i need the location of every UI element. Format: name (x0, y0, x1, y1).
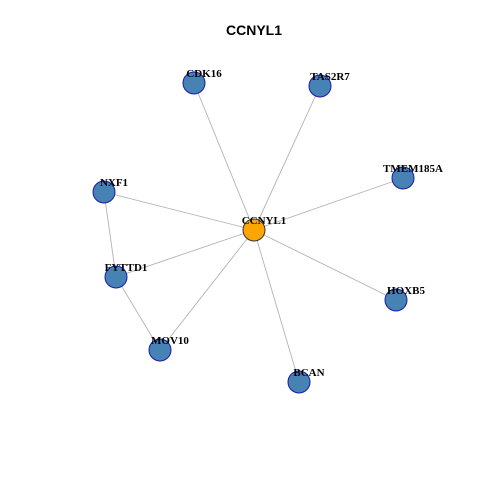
edge-nxf1-fyttd1 (103, 191, 117, 278)
edge-ccnyl1-tmem185a (253, 177, 404, 231)
edge-ccnyl1-mov10 (159, 229, 255, 351)
node-label-ccnyl1: CCNYL1 (242, 215, 287, 227)
node-label-hoxb5: HOXB5 (387, 285, 425, 297)
edges-group (103, 82, 404, 383)
nodes-group (92, 71, 415, 394)
node-tmem185a (391, 166, 415, 190)
edge-ccnyl1-cdk16 (193, 82, 255, 231)
node-tas2r7 (308, 74, 332, 98)
node-nxf1 (92, 180, 116, 204)
node-label-bcan: BCAN (293, 367, 324, 379)
edge-ccnyl1-tas2r7 (253, 85, 321, 231)
edge-ccnyl1-nxf1 (103, 191, 255, 231)
node-label-fyttd1: FYTTD1 (105, 262, 148, 274)
node-label-mov10: MOV10 (151, 335, 189, 347)
node-bcan (287, 370, 311, 394)
edge-ccnyl1-hoxb5 (253, 229, 397, 301)
node-label-tmem185a: TMEM185A (383, 163, 443, 175)
edge-fyttd1-mov10 (115, 276, 161, 351)
node-cdk16 (182, 71, 206, 95)
node-ccnyl1 (242, 218, 266, 242)
node-fyttd1 (104, 265, 128, 289)
node-label-tas2r7: TAS2R7 (310, 71, 350, 83)
node-label-cdk16: CDK16 (186, 68, 222, 80)
diagram-title: CCNYL1 (226, 22, 282, 38)
edge-ccnyl1-fyttd1 (115, 229, 255, 278)
node-hoxb5 (384, 288, 408, 312)
node-label-nxf1: NXF1 (100, 177, 128, 189)
edge-ccnyl1-bcan (253, 229, 300, 383)
node-mov10 (148, 338, 172, 362)
